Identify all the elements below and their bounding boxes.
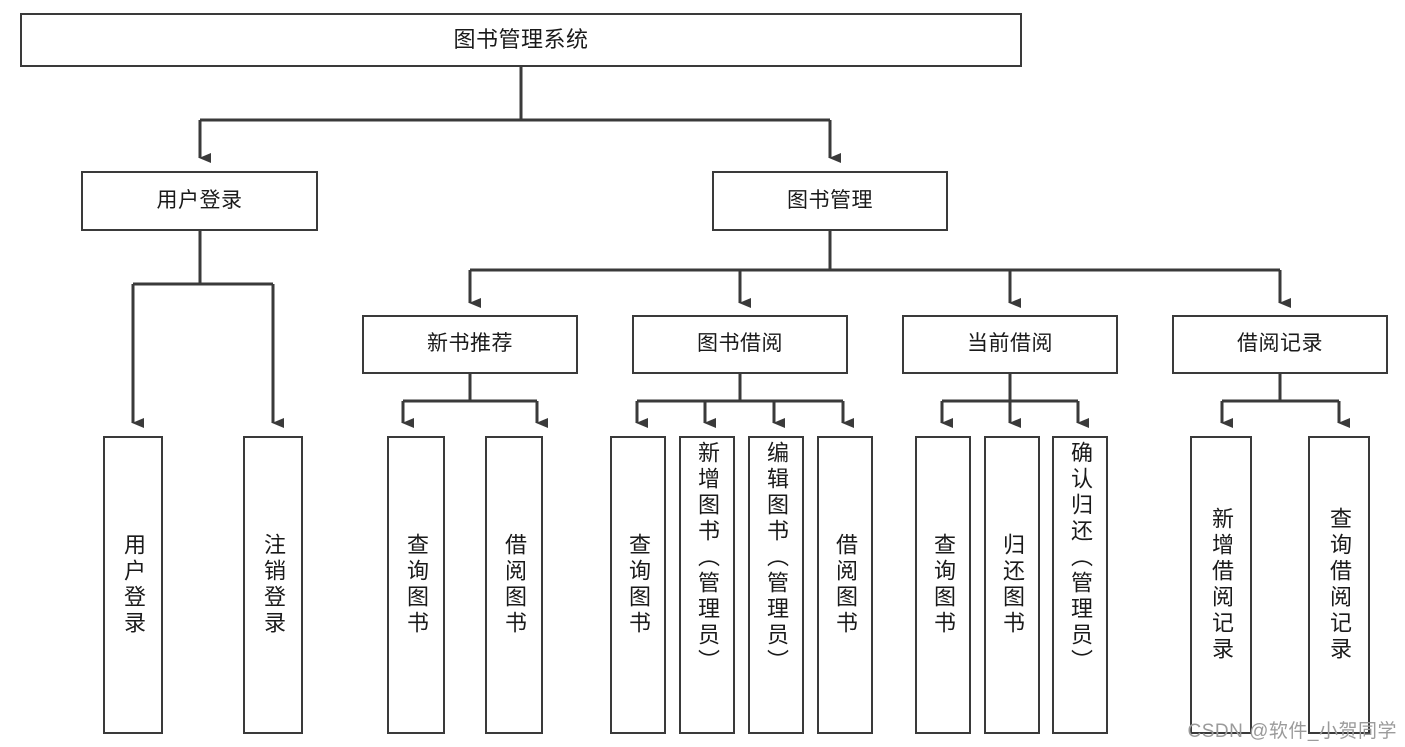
- node-current-borrow[interactable]: 当前借阅: [902, 315, 1118, 374]
- node-root[interactable]: 图书管理系统: [20, 13, 1022, 67]
- node-borrow-records[interactable]: 借阅记录: [1172, 315, 1388, 374]
- leaf-borrow-book-label: 借阅图书: [833, 533, 858, 637]
- node-book-borrow-label: 图书借阅: [697, 332, 783, 356]
- leaf-add-book-admin-label: 新增图书（管理员）: [695, 441, 720, 675]
- node-root-label: 图书管理系统: [453, 27, 589, 53]
- leaf-add-book-admin[interactable]: 新增图书（管理员）: [679, 436, 735, 734]
- leaf-borrow-book[interactable]: 借阅图书: [817, 436, 873, 734]
- node-book-management-label: 图书管理: [787, 188, 873, 212]
- leaf-add-borrow-record-label: 新增借阅记录: [1209, 507, 1234, 663]
- leaf-query-borrow-record-label: 查询借阅记录: [1327, 507, 1352, 663]
- leaf-return-book-label: 归还图书: [1000, 533, 1025, 637]
- leaf-borrow-query-book[interactable]: 查询图书: [610, 436, 666, 734]
- leaf-new-query-book[interactable]: 查询图书: [387, 436, 445, 734]
- node-new-book-recommend-label: 新书推荐: [427, 332, 513, 356]
- leaf-new-borrow-book-label: 借阅图书: [502, 533, 527, 637]
- leaf-user-login[interactable]: 用户登录: [103, 436, 163, 734]
- node-book-management[interactable]: 图书管理: [712, 171, 948, 231]
- leaf-edit-book-admin[interactable]: 编辑图书（管理员）: [748, 436, 804, 734]
- leaf-confirm-return-admin-label: 确认归还（管理员）: [1068, 441, 1093, 675]
- leaf-logout[interactable]: 注销登录: [243, 436, 303, 734]
- node-current-borrow-label: 当前借阅: [967, 332, 1053, 356]
- leaf-logout-label: 注销登录: [261, 533, 286, 637]
- leaf-user-login-label: 用户登录: [121, 533, 146, 637]
- leaf-edit-book-admin-label: 编辑图书（管理员）: [764, 441, 789, 675]
- leaf-query-borrow-record[interactable]: 查询借阅记录: [1308, 436, 1370, 734]
- node-book-borrow[interactable]: 图书借阅: [632, 315, 848, 374]
- leaf-confirm-return-admin[interactable]: 确认归还（管理员）: [1052, 436, 1108, 734]
- node-user-login[interactable]: 用户登录: [81, 171, 318, 231]
- csdn-watermark: CSDN @软件_小贺同学: [1187, 721, 1397, 742]
- node-new-book-recommend[interactable]: 新书推荐: [362, 315, 578, 374]
- node-user-login-label: 用户登录: [156, 188, 243, 212]
- leaf-new-borrow-book[interactable]: 借阅图书: [485, 436, 543, 734]
- leaf-new-query-book-label: 查询图书: [404, 533, 429, 637]
- leaf-current-query-book-label: 查询图书: [931, 533, 956, 637]
- leaf-add-borrow-record[interactable]: 新增借阅记录: [1190, 436, 1252, 734]
- leaf-borrow-query-book-label: 查询图书: [626, 533, 651, 637]
- leaf-current-query-book[interactable]: 查询图书: [915, 436, 971, 734]
- leaf-return-book[interactable]: 归还图书: [984, 436, 1040, 734]
- node-borrow-records-label: 借阅记录: [1237, 332, 1323, 356]
